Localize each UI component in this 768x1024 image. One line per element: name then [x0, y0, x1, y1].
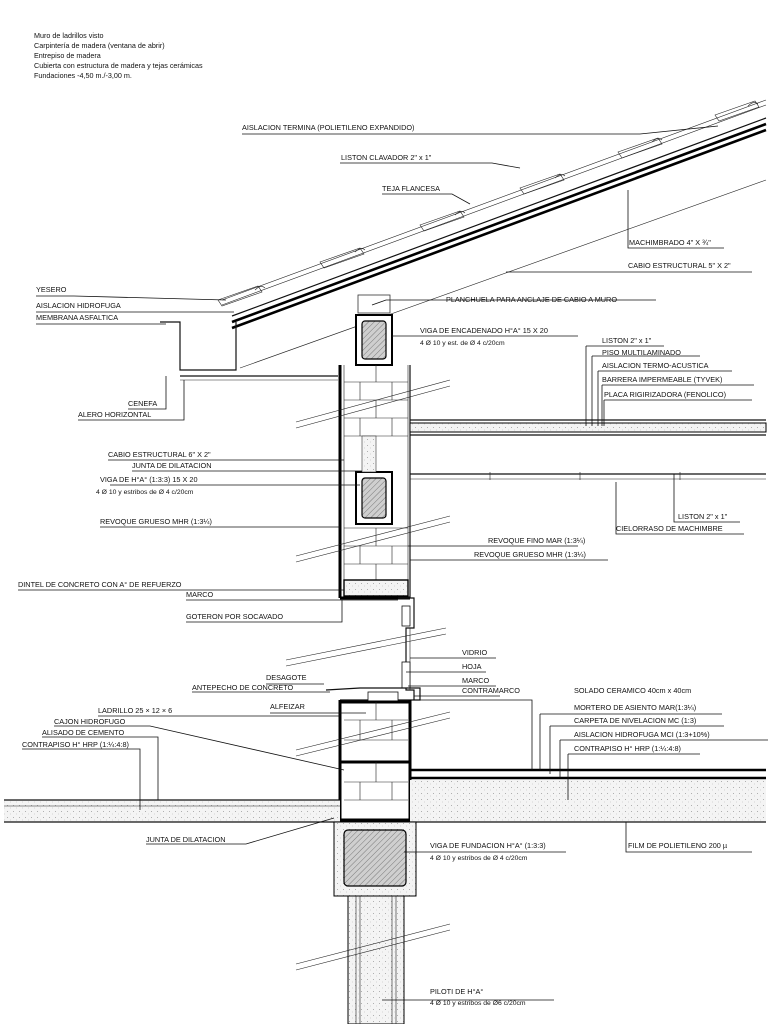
label-tongue-groove: MACHIMBRADO 4" X ¾"	[629, 238, 711, 247]
label-batten-2x1-upper: LISTON 2" x 1"	[602, 336, 652, 345]
label-multilayer-floor: PISO MULTILAMINADO	[602, 348, 681, 357]
label-waterproofing: AISLACION HIDROFUGA	[36, 301, 121, 310]
window-assembly	[325, 597, 421, 703]
label-tile: TEJA FLANCESA	[382, 184, 440, 193]
wall-upper	[338, 314, 411, 600]
label-coarse-plaster-upper: REVOQUE GRUESO MHR (1:3¼)	[100, 517, 212, 526]
foundation-beam-section	[343, 829, 407, 887]
label-foundation-beam-detail: 4 Ø 10 y estribos de Ø 4 c/20cm	[430, 855, 528, 862]
note-item: Fundaciones -4,50 m./-3,00 m.	[34, 71, 132, 80]
note-item: Carpintería de madera (ventana de abrir)	[34, 41, 165, 50]
tile-top-line	[221, 104, 767, 306]
label-setting-mortar: MORTERO DE ASIENTO MAR(1:3¼)	[574, 703, 696, 712]
note-item: Cubierta con estructura de madera y teja…	[34, 61, 203, 70]
label-frame-upper: MARCO	[186, 590, 213, 599]
foundation	[333, 821, 417, 1024]
label-drain: DESAGOTE	[266, 673, 307, 682]
roof-tiles	[217, 100, 760, 307]
label-glass: VIDRIO	[462, 648, 487, 657]
gutter	[160, 321, 237, 371]
label-fascia: CENEFA	[128, 399, 157, 408]
label-counterframe: CONTRAMARCO	[462, 686, 520, 695]
mezzanine-floor	[409, 419, 767, 480]
roof-batten-line	[231, 117, 767, 317]
lintel	[343, 579, 409, 597]
annotations: AISLACION TERMINA (POLIETILENO EXPANDIDO…	[18, 123, 731, 1007]
leader-lines	[18, 125, 768, 1001]
label-rafter-5x2: CABIO ESTRUCTURAL 5" X 2"	[628, 261, 731, 270]
label-sash: HOJA	[462, 662, 482, 671]
label-thermal-insulation: AISLACION TERMINA (POLIETILENO EXPANDIDO…	[242, 123, 414, 132]
ground-floor	[4, 768, 766, 823]
label-batten-2x1-lower: LISTON 2" x 1"	[678, 512, 728, 521]
label-subfloor-right: CONTRAPISO H° HRP (1:¼:4:8)	[574, 744, 681, 753]
label-waterproof-box: CAJON HIDROFUGO	[54, 717, 126, 726]
label-mci-waterproofing: AISLACION HIDROFUGA MCI (1:3+10%)	[574, 730, 710, 739]
ring-beam-section	[361, 320, 387, 360]
label-cement-smoothing: ALISADO DE CEMENTO	[42, 728, 124, 737]
window-frame	[398, 597, 415, 700]
label-expansion-joint-lower: JUNTA DE DILATACION	[146, 835, 225, 844]
label-stiffener-board: PLACA RIGIRIZADORA (FENOLICO)	[604, 390, 726, 399]
label-lintel: DINTEL DE CONCRETO CON A° DE REFUERZO	[18, 580, 182, 589]
label-thermo-acoustic: AISLACION TERMO-ACUSTICA	[602, 361, 709, 370]
label-barrier: BARRERA IMPERMEABLE (TYVEK)	[602, 375, 722, 384]
note-item: Muro de ladrillos visto	[34, 31, 104, 40]
label-frame-lower: MARCO	[462, 676, 489, 685]
label-ring-beam-detail: 4 Ø 10 y est. de Ø 4 c/20cm	[420, 340, 505, 347]
expansion-joint	[361, 435, 377, 473]
label-expansion-joint-upper: JUNTA DE DILATACION	[132, 461, 211, 470]
mid-beam-section	[361, 477, 387, 519]
label-fine-plaster: REVOQUE FINO MAR (1:3¼)	[488, 536, 585, 545]
label-rafter-6x2: CABIO ESTRUCTURAL 6" X 2"	[108, 450, 211, 459]
roof-assembly	[160, 99, 767, 381]
roof-deck-line	[231, 122, 767, 324]
label-ring-beam: VIGA DE ENCADENADO H°A° 15 X 20	[420, 326, 548, 335]
tile-top-line	[221, 99, 767, 301]
label-coarse-plaster-lower: REVOQUE GRUESO MHR (1:3¼)	[474, 550, 586, 559]
label-pile-detail: 4 Ø 10 y estribos de Ø6 c/20cm	[430, 1000, 526, 1007]
label-poly-film: FILM DE POLIETILENO 200 µ	[628, 841, 728, 850]
pile	[347, 895, 405, 1024]
label-ceiling: CIELORRASO DE MACHIMBRE	[616, 524, 723, 533]
label-brick: LADRILLO 25 × 12 × 6	[98, 706, 172, 715]
general-notes: Muro de ladrillos visto Carpintería de m…	[34, 31, 203, 81]
label-drip: GOTERON POR SOCAVADO	[186, 612, 283, 621]
break-lines	[285, 379, 451, 971]
note-item: Entrepiso de madera	[34, 51, 101, 60]
label-membrane: MEMBRANA ASFALTICA	[36, 313, 118, 322]
rafter-soffit-line	[239, 179, 767, 369]
label-concrete-beam: VIGA DE H°A° (1:3:3) 15 X 20	[100, 475, 198, 484]
label-pile: PILOTI DE H°A°	[430, 987, 483, 996]
label-sill: ALFEIZAR	[270, 702, 305, 711]
label-concrete-beam-detail: 4 Ø 10 y estribos de Ø 4 c/20cm	[96, 489, 194, 496]
label-ceramic-floor: SOLADO CERAMICO 40cm x 40cm	[574, 686, 691, 695]
label-plasterer: YESERO	[36, 285, 67, 294]
label-batten: LISTON CLAVADOR 2" x 1"	[341, 153, 432, 162]
label-eave: ALERO HORIZONTAL	[78, 410, 151, 419]
label-parapet: ANTEPECHO DE CONCRETO	[192, 683, 294, 692]
label-foundation-beam: VIGA DE FUNDACION H°A° (1:3:3)	[430, 841, 546, 850]
label-leveling-screed: CARPETA DE NIVELACION MC (1:3)	[574, 716, 696, 725]
wall-lower	[338, 700, 412, 822]
label-anchor-plate: PLANCHUELA PARA ANCLAJE DE CABIO A MURO	[446, 295, 617, 304]
roof-deck-line	[231, 128, 767, 330]
label-subfloor-left: CONTRAPISO H° HRP (1:¼:4:8)	[22, 740, 129, 749]
